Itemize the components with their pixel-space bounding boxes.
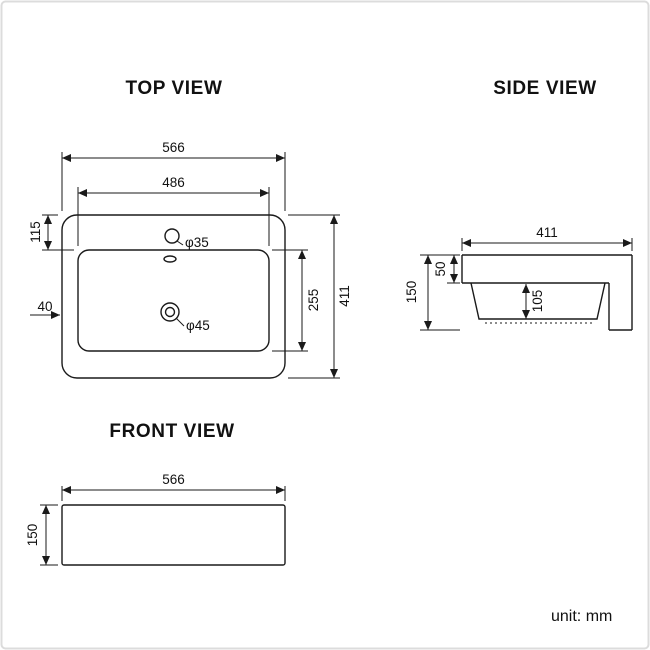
side-view-title: SIDE VIEW (493, 78, 597, 99)
dim-top-overall-width: 566 (61, 140, 286, 211)
top-view-outer-rim (61, 214, 286, 379)
top-view-basin (77, 249, 270, 352)
dim-top-overall-depth: 411 (288, 214, 352, 379)
dim-label: 150 (25, 524, 40, 547)
dim-front-overall-width: 566 (61, 472, 286, 501)
faucet-hole-leader (176, 240, 184, 246)
faucet-hole (164, 228, 180, 244)
dim-label: 40 (37, 299, 52, 314)
dim-label: 411 (536, 225, 558, 240)
dim-front-overall-height: 150 (25, 504, 58, 566)
dim-label: 255 (306, 289, 321, 312)
faucet-hole-label: φ35 (185, 235, 209, 250)
dim-label: 566 (162, 472, 185, 487)
drain-hole-inner (164, 306, 176, 318)
unit-label: unit: mm (551, 608, 612, 625)
overflow-hole (163, 255, 177, 263)
dim-label: 411 (337, 285, 352, 307)
drain-hole-outer (160, 302, 180, 322)
front-view-title: FRONT VIEW (109, 421, 234, 442)
dim-label: 105 (530, 290, 545, 313)
dim-side-overall-depth: 411 (461, 225, 633, 251)
dim-top-basin-width: 486 (77, 175, 270, 246)
front-view-body (61, 504, 286, 566)
top-view: TOP VIEW φ35 φ45 566 486 (28, 78, 352, 379)
drain-hole-label: φ45 (186, 318, 210, 333)
dim-side-bowl-depth: 105 (522, 284, 545, 319)
side-view: SIDE VIEW 411 50 150 (404, 78, 633, 331)
dim-side-rim-height: 50 (433, 255, 460, 284)
dim-label: 150 (404, 281, 419, 304)
side-bowl-profile (470, 282, 606, 320)
dim-top-basin-depth: 255 (272, 249, 321, 352)
drain-hole-leader (175, 317, 185, 327)
dim-label: 486 (162, 175, 185, 190)
front-view: FRONT VIEW 566 150 (25, 421, 286, 566)
dim-label: 115 (28, 221, 43, 243)
dim-top-rim-thickness: 40 (30, 299, 60, 319)
dim-label: 566 (162, 140, 185, 155)
dim-side-overall-height: 150 (404, 254, 460, 331)
top-view-title: TOP VIEW (125, 78, 222, 99)
dim-top-deck-offset: 115 (28, 214, 74, 251)
dim-label: 50 (433, 261, 448, 276)
